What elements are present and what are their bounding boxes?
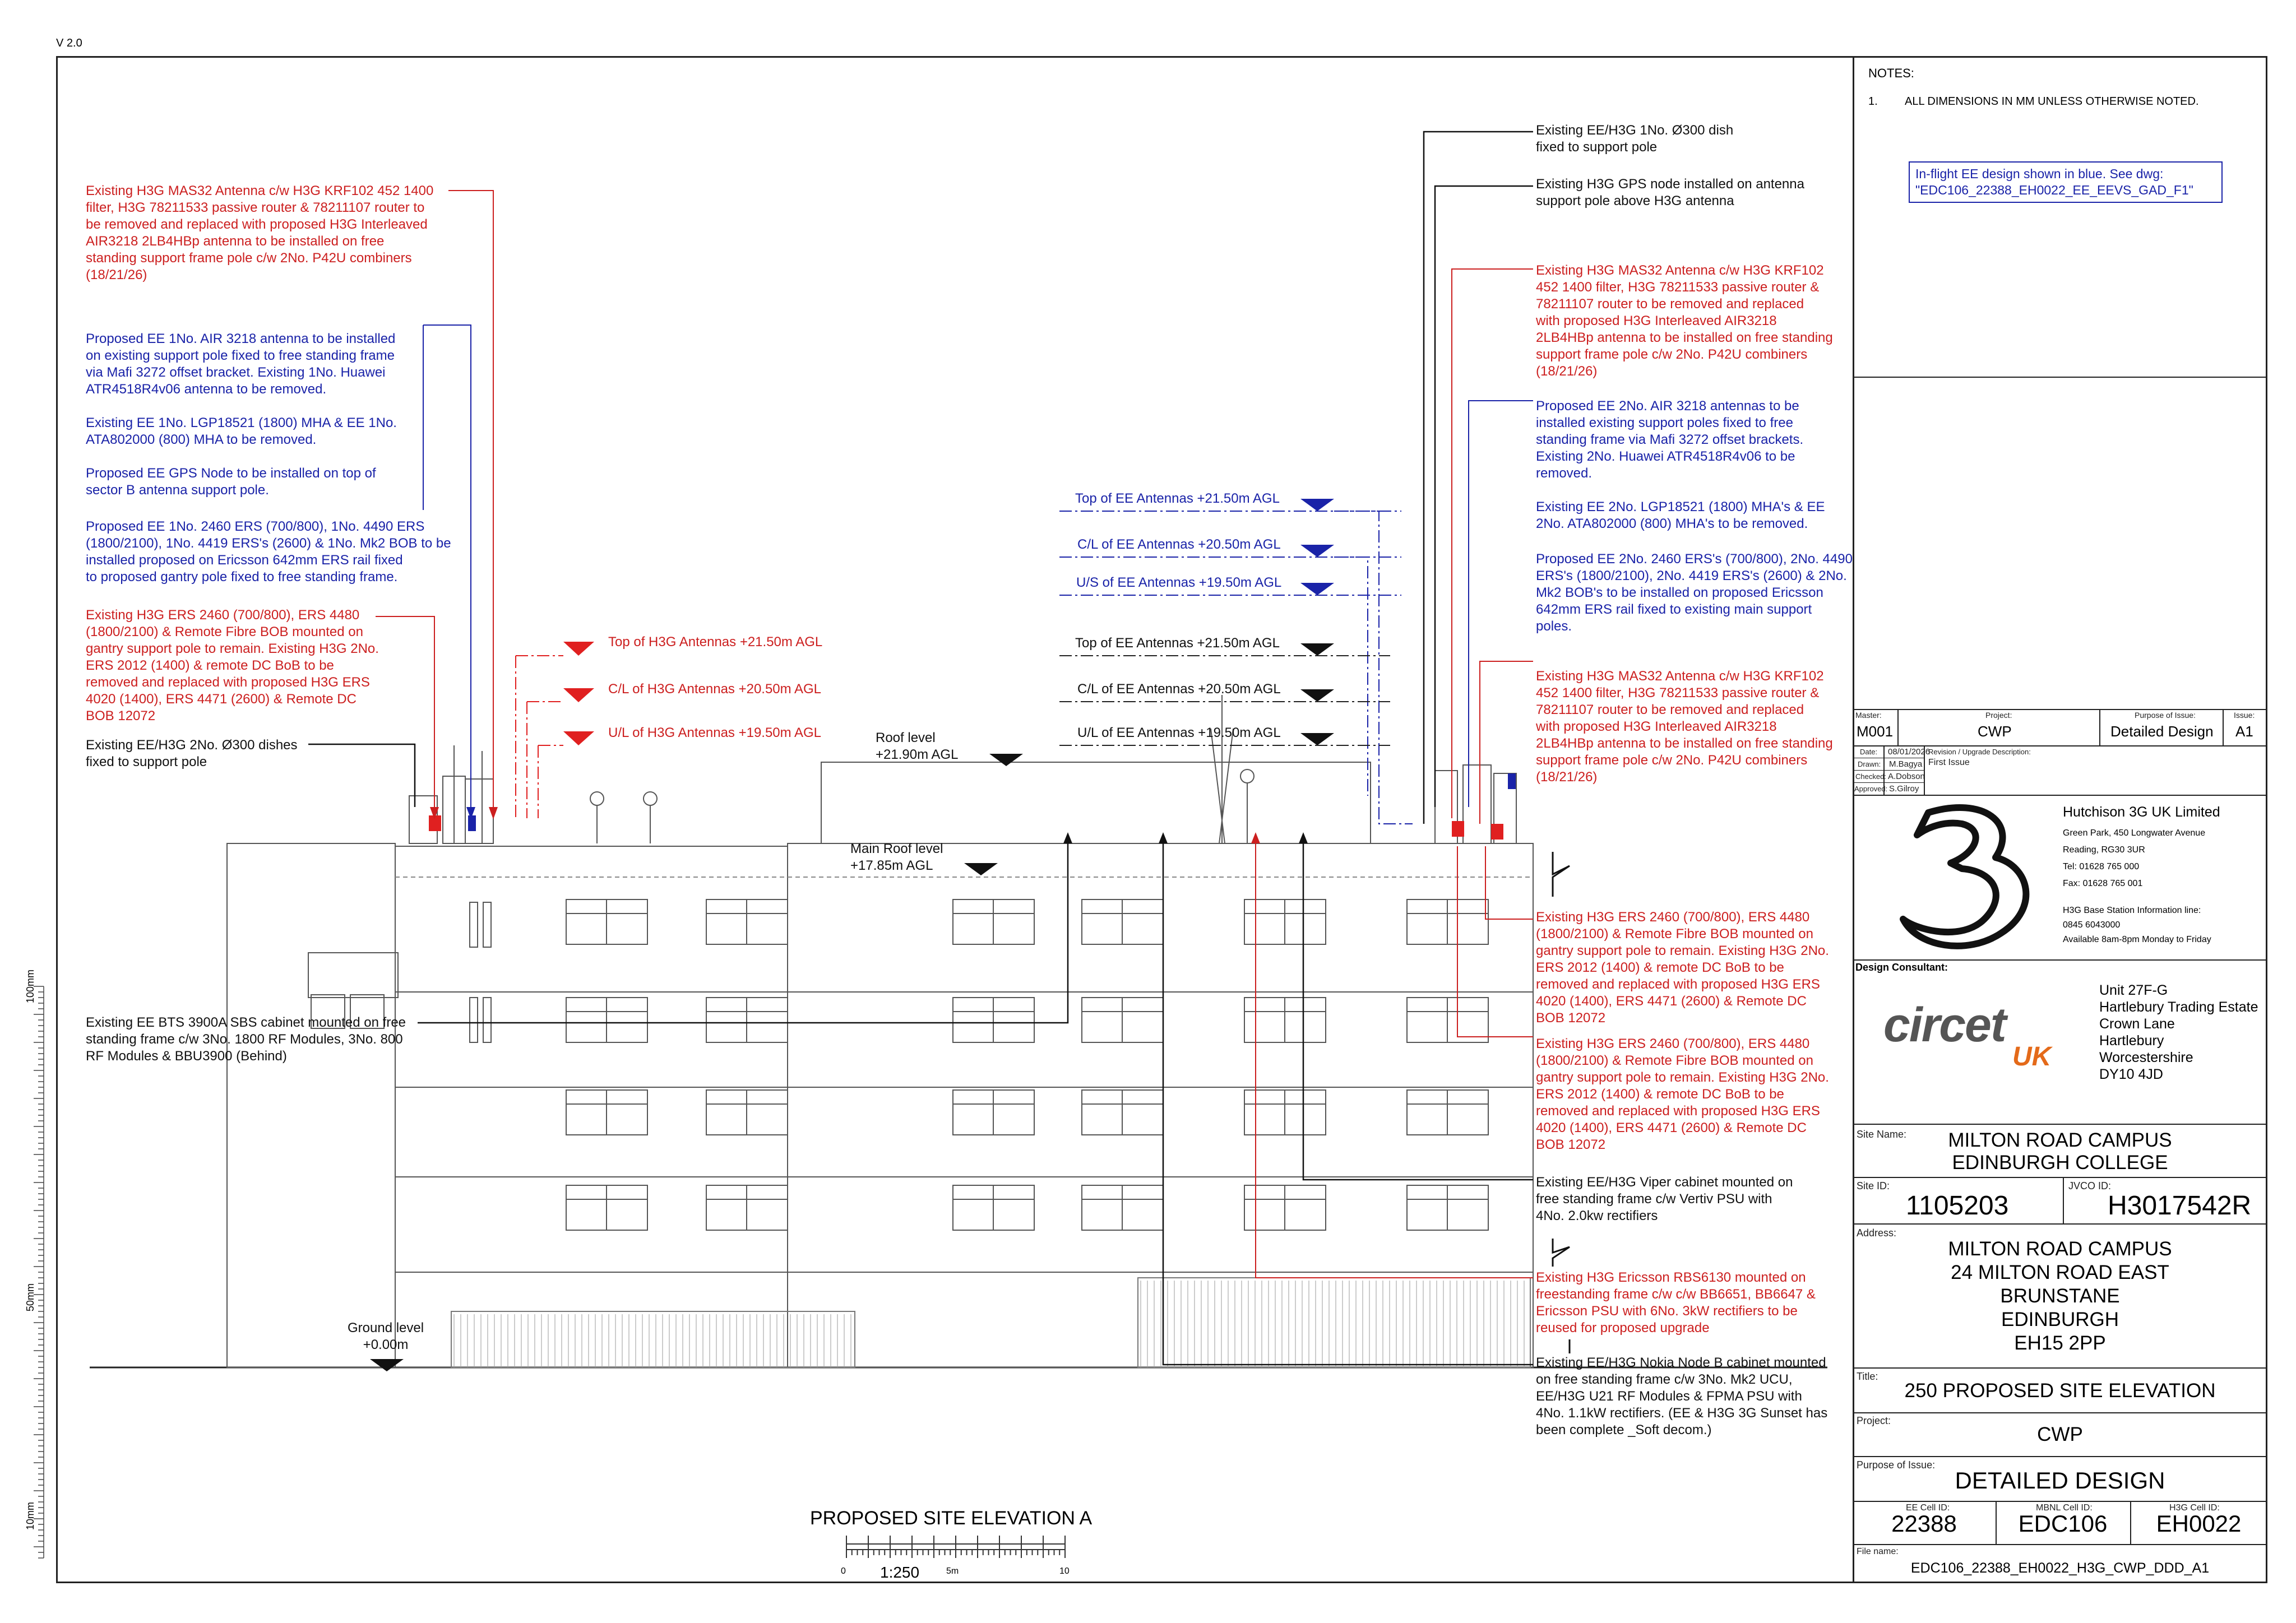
tb-jvco-id: H3017542R bbox=[2108, 1191, 2252, 1221]
level-ee-top-blue: Top of EE Antennas +21.50m AGL bbox=[1075, 491, 1280, 506]
tb-divider-dates bbox=[1853, 745, 2267, 746]
tb-consultant-address: Unit 27F-G Hartlebury Trading Estate Cro… bbox=[2099, 982, 2258, 1082]
tb-info-line: H3G Base Station Information line: 0845 … bbox=[2063, 906, 2211, 944]
drawing-frame bbox=[56, 56, 2267, 1583]
tb-date: 08/01/2026 bbox=[1888, 747, 1931, 757]
level-ee-ul: U/L of EE Antennas +19.50m AGL bbox=[1077, 725, 1281, 740]
tb-divider-notes bbox=[1853, 377, 2267, 378]
tb-divider-cells bbox=[1853, 1501, 2267, 1502]
tb-ee-cell-id: 22388 bbox=[1891, 1510, 1957, 1537]
tb-revision: First Issue bbox=[1928, 758, 1970, 767]
note-h3g-ers-right-b: Existing H3G ERS 2460 (700/800), ERS 448… bbox=[1536, 1036, 1829, 1152]
level-main-roof: Main Roof level +17.85m AGL bbox=[850, 841, 943, 873]
ruler-label-50: 50mm bbox=[25, 1283, 36, 1311]
tb-company-address: Green Park, 450 Longwater Avenue Reading… bbox=[2063, 828, 2206, 888]
note-dish-right: Existing EE/H3G 1No. Ø300 dish fixed to … bbox=[1536, 123, 1734, 155]
level-ground: Ground level +0.00m bbox=[348, 1320, 424, 1352]
tb-site-name: MILTON ROAD CAMPUS EDINBURGH COLLEGE bbox=[1948, 1129, 2172, 1174]
level-ee-cl-blue: C/L of EE Antennas +20.50m AGL bbox=[1077, 537, 1281, 552]
ruler-label-100: 100mm bbox=[25, 969, 36, 1003]
notes-item-number: 1. bbox=[1868, 95, 1878, 108]
level-h3g-top: Top of H3G Antennas +21.50m AGL bbox=[608, 634, 823, 650]
note-viper-cabinet: Existing EE/H3G Viper cabinet mounted on… bbox=[1536, 1175, 1793, 1223]
tb-checked: A.Dobson bbox=[1888, 772, 1925, 781]
tb-divider-address bbox=[1853, 1223, 2267, 1225]
note-h3g-ers-right-a: Existing H3G ERS 2460 (700/800), ERS 448… bbox=[1536, 910, 1829, 1026]
note-ee-air-right: Proposed EE 2No. AIR 3218 antennas to be… bbox=[1536, 398, 1804, 481]
note-gps-right: Existing H3G GPS node installed on anten… bbox=[1536, 177, 1804, 208]
note-rbs6130: Existing H3G Ericsson RBS6130 mounted on… bbox=[1536, 1270, 1816, 1336]
level-ee-us-blue: U/S of EE Antennas +19.50m AGL bbox=[1076, 575, 1282, 590]
tb-project: CWP bbox=[2037, 1423, 2083, 1445]
level-roof: Roof level +21.90m AGL bbox=[876, 730, 959, 762]
tb-divider-title bbox=[1853, 1367, 2267, 1369]
note-dishes-left: Existing EE/H3G 2No. Ø300 dishes fixed t… bbox=[86, 738, 298, 769]
circet-logo: circet bbox=[1883, 998, 2006, 1052]
level-h3g-cl: C/L of H3G Antennas +20.50m AGL bbox=[608, 681, 822, 697]
scale-five: 5m bbox=[946, 1566, 959, 1576]
h3g-antenna-left bbox=[429, 815, 441, 831]
tb-divider-master bbox=[1853, 709, 2267, 710]
circet-uk-logo: UK bbox=[2012, 1042, 2052, 1072]
scale-zero: 0 bbox=[841, 1566, 846, 1576]
version-label: V 2.0 bbox=[56, 37, 82, 49]
level-ee-top: Top of EE Antennas +21.50m AGL bbox=[1075, 636, 1280, 651]
tb-company: Hutchison 3G UK Limited bbox=[2063, 804, 2220, 820]
h3g-antenna-right-2 bbox=[1491, 824, 1503, 840]
note-ee-mha-right: Existing EE 2No. LGP18521 (1800) MHA's &… bbox=[1536, 499, 1825, 531]
note-ee-mha-left: Existing EE 1No. LGP18521 (1800) MHA & E… bbox=[86, 415, 397, 447]
ruler-label-10: 10mm bbox=[25, 1501, 36, 1530]
tb-divider-purpose bbox=[1853, 1456, 2267, 1457]
title-block bbox=[1853, 56, 2267, 1583]
tb-site-id: 1105203 bbox=[1906, 1191, 2009, 1221]
tb-divider-consultant bbox=[1853, 959, 2267, 961]
tb-address: MILTON ROAD CAMPUS 24 MILTON ROAD EAST B… bbox=[1948, 1238, 2172, 1354]
tb-h3g-cell-id: EH0022 bbox=[2156, 1510, 2242, 1537]
tb-project-code: CWP bbox=[1978, 723, 2012, 740]
tb-divider-logo bbox=[1853, 795, 2267, 796]
note-h3g-mas32-right-b: Existing H3G MAS32 Antenna c/w H3G KRF10… bbox=[1536, 669, 1833, 785]
note-h3g-mas32-right-a: Existing H3G MAS32 Antenna c/w H3G KRF10… bbox=[1536, 263, 1833, 379]
note-bts-cabinet: Existing EE BTS 3900A SBS cabinet mounte… bbox=[86, 1015, 406, 1064]
tb-consultant-label: Design Consultant: bbox=[1855, 962, 1948, 973]
h3g-antenna-right-1 bbox=[1452, 821, 1464, 837]
note-h3g-mas32-left: Existing H3G MAS32 Antenna c/w H3G KRF10… bbox=[86, 183, 434, 282]
scale-ratio: 1:250 bbox=[880, 1564, 920, 1581]
tb-divider-project bbox=[1853, 1412, 2267, 1413]
note-ee-ers-right: Proposed EE 2No. 2460 ERS's (700/800), 2… bbox=[1536, 551, 1853, 634]
note-ee-air-left: Proposed EE 1No. AIR 3218 antenna to be … bbox=[86, 331, 396, 397]
tb-approved: S.Gilroy bbox=[1889, 784, 1919, 794]
drawing-title: PROPOSED SITE ELEVATION A bbox=[810, 1508, 1093, 1529]
note-ee-gps-left: Proposed EE GPS Node to be installed on … bbox=[86, 466, 376, 498]
tb-purpose-of-issue: DETAILED DESIGN bbox=[1955, 1467, 2165, 1494]
level-ee-cl: C/L of EE Antennas +20.50m AGL bbox=[1077, 681, 1281, 697]
tb-divider-file bbox=[1853, 1544, 2267, 1545]
level-h3g-ul: U/L of H3G Antennas +19.50m AGL bbox=[608, 725, 822, 740]
tb-file-name: EDC106_22388_EH0022_H3G_CWP_DDD_A1 bbox=[1910, 1560, 2210, 1576]
note-h3g-ers-left: Existing H3G ERS 2460 (700/800), ERS 448… bbox=[86, 608, 379, 724]
scale-ten: 10 bbox=[1059, 1566, 1070, 1576]
tb-title: 250 PROPOSED SITE ELEVATION bbox=[1904, 1380, 2216, 1402]
inflight-note-box: In-flight EE design shown in blue. See d… bbox=[1909, 161, 2223, 203]
note-nokia-node-b: Existing EE/H3G Nokia Node B cabinet mou… bbox=[1536, 1355, 1828, 1437]
notes-item-text: ALL DIMENSIONS IN MM UNLESS OTHERWISE NO… bbox=[1905, 95, 2199, 108]
tb-mbnl-cell-id: EDC106 bbox=[2018, 1510, 2108, 1537]
tb-purpose: Detailed Design bbox=[2110, 723, 2214, 740]
tb-issue: A1 bbox=[2235, 723, 2253, 740]
tb-master: M001 bbox=[1857, 723, 1894, 740]
note-ee-ers-left: Proposed EE 1No. 2460 ERS (700/800), 1No… bbox=[86, 519, 451, 585]
tb-divider-siteid bbox=[1853, 1177, 2267, 1178]
tb-divider-sitename bbox=[1853, 1124, 2267, 1125]
tb-drawn: M.Bagya bbox=[1889, 759, 1923, 769]
notes-heading: NOTES: bbox=[1868, 66, 1914, 80]
